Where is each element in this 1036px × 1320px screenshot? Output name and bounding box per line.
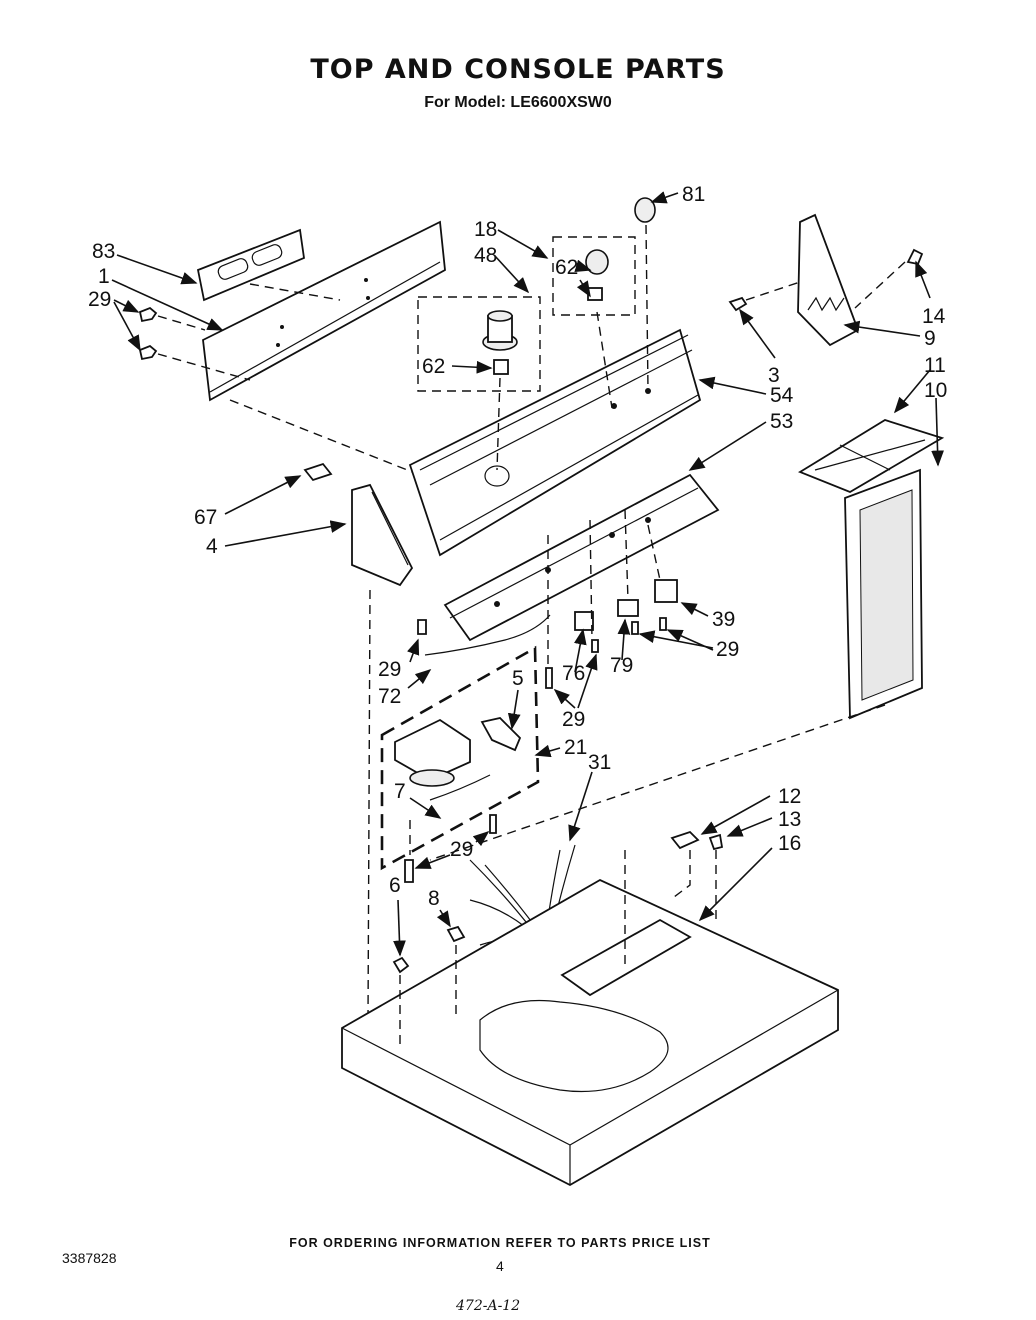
screw-part bbox=[728, 248, 924, 312]
timer-knob-group-box bbox=[417, 296, 541, 392]
ordering-info-note: FOR ORDERING INFORMATION REFER TO PARTS … bbox=[289, 1236, 711, 1250]
callout-12: 12 bbox=[778, 785, 801, 808]
callout-29-center: 29 bbox=[562, 708, 585, 731]
callout-8: 8 bbox=[428, 887, 440, 910]
timer-motor-part bbox=[394, 717, 522, 787]
callout-29-upper: 29 bbox=[88, 288, 111, 311]
callout-5: 5 bbox=[512, 667, 524, 690]
end-cap-left-part bbox=[351, 483, 414, 587]
rear-panel-part bbox=[202, 220, 446, 402]
callout-39: 39 bbox=[712, 608, 735, 631]
callout-76: 76 bbox=[562, 662, 585, 685]
screw-part bbox=[138, 306, 158, 361]
lint-screen-part bbox=[844, 468, 923, 720]
callout-54: 54 bbox=[770, 384, 794, 407]
callout-53: 53 bbox=[770, 410, 793, 433]
callout-16: 16 bbox=[778, 832, 801, 855]
callout-1: 1 bbox=[98, 265, 110, 288]
clip-6-8-parts bbox=[392, 925, 466, 974]
document-number: 3387828 bbox=[62, 1250, 117, 1266]
control-knob-part bbox=[585, 249, 609, 301]
timer-knob-part bbox=[482, 310, 518, 375]
callout-9: 9 bbox=[924, 327, 936, 350]
callout-4: 4 bbox=[206, 535, 218, 558]
callout-11: 11 bbox=[924, 354, 946, 377]
callout-72: 72 bbox=[378, 685, 401, 708]
callout-21: 21 bbox=[564, 736, 587, 759]
console-panel-part bbox=[408, 328, 702, 557]
callout-13: 13 bbox=[778, 808, 801, 831]
callout-10: 10 bbox=[924, 379, 947, 402]
diagram-title: TOP AND CONSOLE PARTS bbox=[310, 54, 726, 85]
handwritten-code: 472-A-12 bbox=[456, 1298, 521, 1314]
callout-81: 81 bbox=[682, 183, 705, 206]
callout-7: 7 bbox=[394, 780, 406, 803]
knob-81-part bbox=[634, 197, 656, 223]
callout-29-lower: 29 bbox=[450, 838, 473, 861]
small-switch-parts bbox=[417, 579, 678, 689]
callout-14: 14 bbox=[922, 305, 946, 328]
callout-79: 79 bbox=[610, 654, 633, 677]
timer-assembly-box bbox=[380, 645, 540, 871]
callout-3: 3 bbox=[768, 364, 780, 387]
callout-6: 6 bbox=[389, 874, 401, 897]
callout-48: 48 bbox=[474, 244, 497, 267]
latch-parts bbox=[670, 830, 724, 851]
callout-83: 83 bbox=[92, 240, 115, 263]
dryer-top-part bbox=[341, 878, 839, 1187]
page-number: 4 bbox=[496, 1258, 504, 1274]
bracket-part bbox=[196, 228, 305, 302]
model-subtitle: For Model: LE6600XSW0 bbox=[424, 94, 612, 111]
end-cap-right-part bbox=[797, 213, 860, 347]
callout-62-upper: 62 bbox=[555, 256, 578, 279]
clip-part bbox=[303, 462, 333, 482]
control-knob-group-box bbox=[552, 236, 636, 316]
lint-cover-part bbox=[797, 419, 945, 493]
callout-62-lower: 62 bbox=[422, 355, 445, 378]
callout-29-right: 29 bbox=[716, 638, 739, 661]
callout-29-left: 29 bbox=[378, 658, 401, 681]
callout-31: 31 bbox=[588, 751, 611, 774]
callout-18: 18 bbox=[474, 218, 497, 241]
callout-67: 67 bbox=[194, 506, 217, 529]
